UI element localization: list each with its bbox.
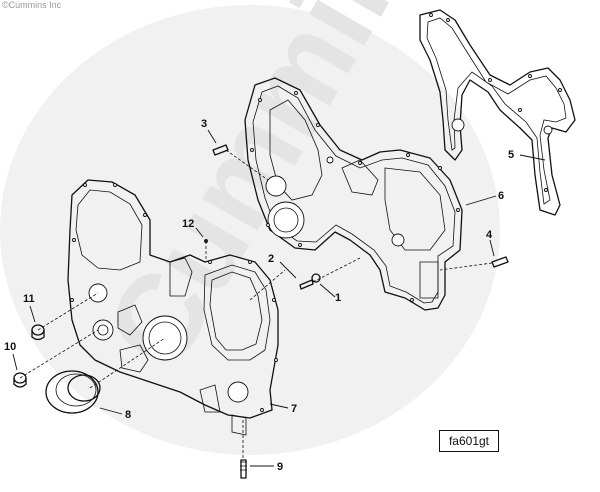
callout-1: 1 [335, 292, 341, 304]
callout-12: 12 [182, 218, 194, 230]
crankshaft-seal-part [45, 370, 101, 414]
callout-10: 10 [4, 341, 16, 353]
callout-9: 9 [277, 461, 283, 473]
watermark-logo: Cummins [0, 0, 500, 455]
callout-3: 3 [201, 118, 207, 130]
gear-housing-part [244, 77, 463, 311]
callout-8: 8 [125, 409, 131, 421]
callout-6: 6 [498, 190, 504, 202]
callout-2: 2 [268, 253, 274, 265]
callout-labels: 1 2 3 4 5 6 7 8 9 10 11 12 [4, 118, 514, 473]
copyright-text: ©Cummins Inc [2, 0, 62, 10]
callout-7: 7 [291, 403, 297, 415]
fastener-parts [204, 144, 509, 479]
callout-5: 5 [508, 149, 514, 161]
plug-parts [13, 324, 45, 388]
callout-11: 11 [23, 293, 35, 305]
figure-id-box: fa601gt [439, 430, 499, 452]
gasket-part [419, 9, 576, 216]
front-gear-cover-part [67, 179, 279, 436]
leader-lines [12, 129, 546, 467]
callout-4: 4 [486, 229, 493, 241]
alignment-lines [19, 149, 493, 460]
